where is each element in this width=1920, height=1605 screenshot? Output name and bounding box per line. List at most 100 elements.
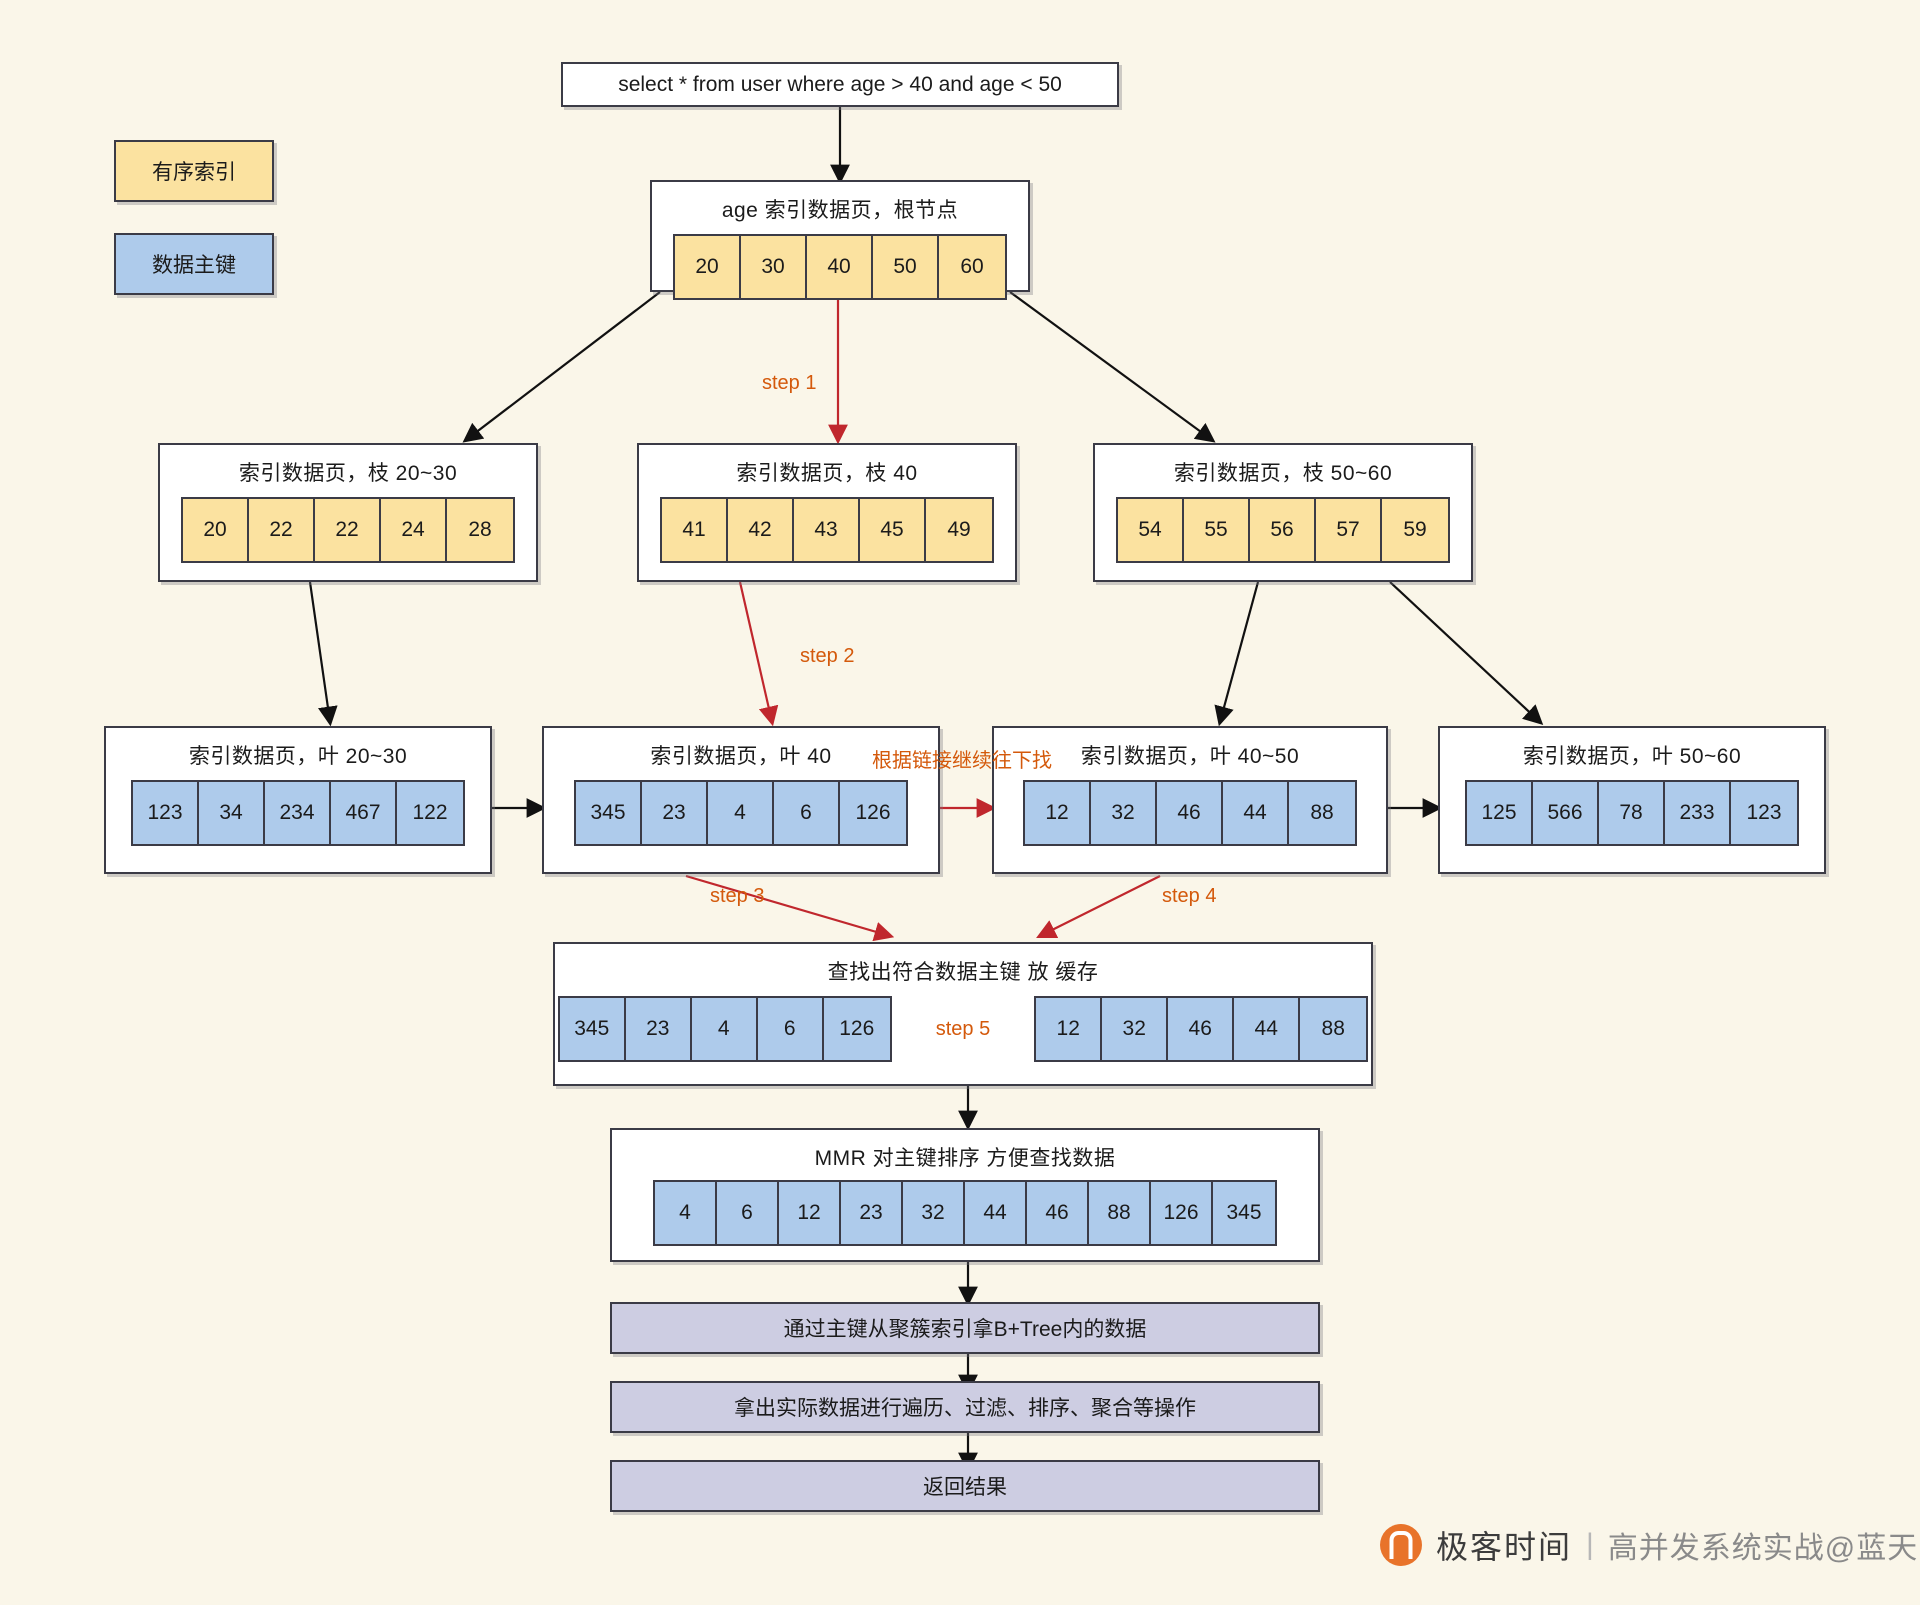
geekbang-logo-icon [1380, 1524, 1422, 1566]
index-cell: 49 [926, 499, 992, 561]
index-cell: 50 [873, 236, 939, 298]
branch-index-page-20-30-title: 索引数据页，枝 20~30 [238, 462, 458, 485]
pk-cell: 32 [1091, 782, 1157, 844]
index-cell: 40 [807, 236, 873, 298]
index-cell: 57 [1316, 499, 1382, 561]
pk-cell: 4 [691, 998, 758, 1060]
index-cell: 20 [675, 236, 741, 298]
pk-cell: 12 [1025, 782, 1091, 844]
index-cell: 43 [794, 499, 860, 561]
pk-cell: 566 [1533, 782, 1599, 844]
pk-cell: 6 [717, 1182, 779, 1244]
cache-result-page: 查找出符合数据主键 放 缓存 345 23 4 6 126 step 5 12 … [553, 942, 1373, 1086]
leaf-index-page-20-30-cells: 123 34 234 467 122 [131, 780, 465, 846]
pk-cell: 46 [1168, 998, 1235, 1060]
index-cell: 22 [315, 499, 381, 561]
index-cell: 28 [447, 499, 513, 561]
pk-cell: 233 [1665, 782, 1731, 844]
pk-cell: 123 [1731, 782, 1797, 844]
cache-left-cells: 345 23 4 6 126 [557, 996, 892, 1062]
footer-course-name: 高并发系统实战@蓝天 [1607, 1532, 1919, 1565]
step-5-label: step 5 [935, 1017, 991, 1040]
index-cell: 41 [662, 499, 728, 561]
index-cell: 59 [1382, 499, 1448, 561]
pk-cell: 12 [1036, 998, 1103, 1060]
index-cell: 45 [860, 499, 926, 561]
branch-index-page-20-30-cells: 20 22 22 24 28 [181, 497, 515, 563]
pk-cell: 88 [1089, 1182, 1151, 1244]
pk-cell: 32 [1102, 998, 1169, 1060]
mmr-sort-page: MMR 对主键排序 方便查找数据 4 6 12 23 32 44 46 88 1… [610, 1128, 1320, 1262]
flow-step-process-data-label: 拿出实际数据进行遍历、过滤、排序、聚合等操作 [734, 1397, 1196, 1420]
pk-cell: 23 [642, 782, 708, 844]
pk-cell: 6 [757, 998, 824, 1060]
pk-cell: 467 [331, 782, 397, 844]
footer-separator: | [1586, 1528, 1594, 1561]
index-cell: 22 [249, 499, 315, 561]
pk-cell: 123 [133, 782, 199, 844]
leaf-index-page-50-60-title: 索引数据页，叶 50~60 [1522, 745, 1742, 768]
cache-groups: 345 23 4 6 126 step 5 12 32 46 44 88 [555, 996, 1371, 1062]
footer-branding: 极客时间 | 高并发系统实战@蓝天 [1380, 1522, 1918, 1568]
leaf-index-page-20-30-title: 索引数据页，叶 20~30 [188, 745, 408, 768]
pk-cell: 6 [774, 782, 840, 844]
pk-cell: 122 [397, 782, 463, 844]
leaf-index-page-40-title: 索引数据页，叶 40 [650, 745, 832, 768]
pk-cell: 125 [1467, 782, 1533, 844]
index-cell: 24 [381, 499, 447, 561]
index-cell: 60 [939, 236, 1005, 298]
pk-cell: 345 [576, 782, 642, 844]
pk-cell: 44 [1223, 782, 1289, 844]
sql-query-text: select * from user where age > 40 and ag… [618, 72, 1062, 96]
leaf-index-page-50-60-cells: 125 566 78 233 123 [1465, 780, 1799, 846]
leaf-index-page-50-60: 索引数据页，叶 50~60 125 566 78 233 123 [1438, 726, 1826, 874]
leaf-index-page-20-30: 索引数据页，叶 20~30 123 34 234 467 122 [104, 726, 492, 874]
index-cell: 30 [741, 236, 807, 298]
leaf-index-page-40-50-cells: 12 32 46 44 88 [1023, 780, 1357, 846]
pk-cell: 88 [1300, 998, 1367, 1060]
index-cell: 56 [1250, 499, 1316, 561]
pk-cell: 345 [1213, 1182, 1275, 1244]
branch-index-page-50-60-title: 索引数据页，枝 50~60 [1173, 462, 1393, 485]
index-cell: 54 [1118, 499, 1184, 561]
legend-primary-key-label: 数据主键 [152, 254, 236, 277]
step-4-label: step 4 [1162, 885, 1217, 907]
sql-query-box: select * from user where age > 40 and ag… [561, 62, 1119, 107]
mmr-sort-cells: 4 6 12 23 32 44 46 88 126 345 [653, 1180, 1277, 1246]
cache-right-cells: 12 32 46 44 88 [1034, 996, 1369, 1062]
leaf-index-page-40-50-title: 索引数据页，叶 40~50 [1080, 745, 1300, 768]
root-index-page-cells: 20 30 40 50 60 [673, 234, 1007, 300]
flow-step-process-data: 拿出实际数据进行遍历、过滤、排序、聚合等操作 [610, 1381, 1320, 1433]
pk-cell: 126 [1151, 1182, 1213, 1244]
leaf-index-page-40-50: 索引数据页，叶 40~50 12 32 46 44 88 [992, 726, 1388, 874]
pk-cell: 44 [1234, 998, 1301, 1060]
pk-cell: 12 [779, 1182, 841, 1244]
pk-cell: 234 [265, 782, 331, 844]
pk-cell: 78 [1599, 782, 1665, 844]
branch-index-page-20-30: 索引数据页，枝 20~30 20 22 22 24 28 [158, 443, 538, 582]
flow-step-return-result: 返回结果 [610, 1460, 1320, 1512]
legend-ordered-index: 有序索引 [114, 140, 274, 202]
leaf-index-page-40: 索引数据页，叶 40 345 23 4 6 126 [542, 726, 940, 874]
pk-cell: 46 [1027, 1182, 1089, 1244]
pk-cell: 126 [840, 782, 906, 844]
leaf-index-page-40-cells: 345 23 4 6 126 [574, 780, 908, 846]
step-2-label: step 2 [800, 645, 855, 667]
pk-cell: 126 [823, 998, 890, 1060]
pk-cell: 23 [625, 998, 692, 1060]
step-3-label: step 3 [710, 885, 765, 907]
link-traversal-note: 根据链接继续往下找 [872, 750, 1052, 772]
flow-step-return-result-label: 返回结果 [923, 1476, 1007, 1499]
branch-index-page-40-cells: 41 42 43 45 49 [660, 497, 994, 563]
flow-step-fetch-data: 通过主键从聚簇索引拿B+Tree内的数据 [610, 1302, 1320, 1354]
pk-cell: 32 [903, 1182, 965, 1244]
pk-cell: 34 [199, 782, 265, 844]
legend-primary-key: 数据主键 [114, 233, 274, 295]
cache-result-title: 查找出符合数据主键 放 缓存 [827, 961, 1099, 984]
pk-cell: 345 [559, 998, 626, 1060]
pk-cell: 46 [1157, 782, 1223, 844]
mmr-sort-title: MMR 对主键排序 方便查找数据 [814, 1147, 1116, 1170]
branch-index-page-40: 索引数据页，枝 40 41 42 43 45 49 [637, 443, 1017, 582]
index-cell: 20 [183, 499, 249, 561]
